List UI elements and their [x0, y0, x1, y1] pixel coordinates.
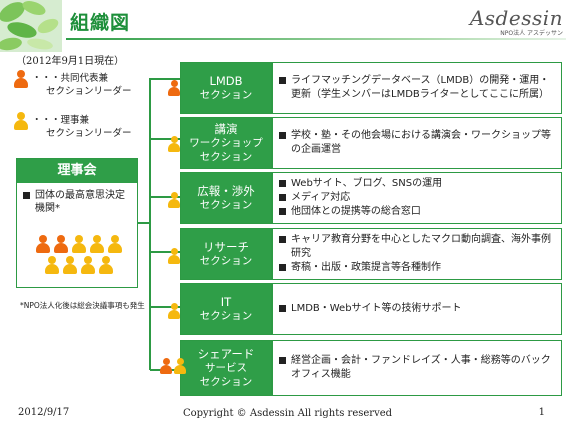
branch-line: [150, 78, 180, 80]
board-members: [33, 235, 125, 277]
branch-line: [150, 251, 180, 253]
legend-orange: ・・・共同代表兼 セクションリーダー: [14, 70, 132, 98]
footer-copyright: Copyright © Asdessin All rights reserved: [182, 408, 393, 419]
section-it-desc: LMDB・Webサイト等の技術サポート: [272, 283, 562, 335]
branch-line: [150, 306, 180, 308]
section-leaders: [168, 303, 180, 319]
section-name: シェアード: [197, 347, 255, 361]
page-title: 組織図: [70, 12, 131, 34]
section-name: リサーチ: [203, 240, 249, 254]
orange-person-icon: [14, 70, 28, 88]
section-bullet: 寄稿・出版・政策提言等各種制作: [291, 262, 441, 273]
legend-yellow: ・・・理事兼 セクションリーダー: [14, 112, 132, 140]
section-name-2: セクション: [199, 255, 253, 267]
board-desc: 団体の最高意思決定機関*: [35, 190, 125, 214]
section-lmdb-desc: ライフマッチングデータベース（LMDB）の開発・運用・更新（学生メンバーはLMD…: [272, 62, 562, 114]
section-name-3: セクション: [199, 376, 253, 388]
page-number: 1: [538, 407, 545, 418]
board-title: 理事会: [17, 159, 137, 183]
section-bullet: 他団体との提携等の総合窓口: [291, 206, 421, 217]
tree-trunk: [149, 78, 151, 370]
section-name-2: セクション: [199, 89, 253, 101]
section-name-2: セクション: [199, 199, 253, 211]
section-shared-services: シェアード サービス セクション: [180, 340, 272, 396]
section-name: LMDB: [209, 74, 243, 88]
section-leaders: [168, 136, 180, 152]
section-leaders: [168, 80, 180, 96]
section-pr: 広報・渉外 セクション: [180, 172, 272, 224]
section-bullet: 学校・塾・その他会場における講演会・ワークショップ等の企画運営: [291, 130, 551, 155]
section-leaders: [168, 192, 180, 208]
legend-orange-label: ・・・共同代表兼: [32, 73, 109, 84]
section-bullet: ライフマッチングデータベース（LMDB）の開発・運用・更新（学生メンバーはLMD…: [291, 75, 550, 100]
section-name-2: セクション: [199, 310, 253, 322]
yellow-person-icon: [14, 112, 28, 130]
branch-line: [150, 196, 180, 198]
section-name-3: セクション: [199, 151, 253, 163]
section-lecture: 講演 ワークショップ セクション: [180, 117, 272, 169]
board-box: 理事会 団体の最高意思決定機関*: [16, 158, 138, 288]
section-bullet: キャリア教育分野を中心としたマクロ動向調査、海外事例研究: [291, 234, 551, 259]
section-bullet: メディア対応: [291, 192, 351, 203]
section-name-2: サービス: [205, 362, 247, 374]
section-bullet: Webサイト、ブログ、SNSの運用: [291, 178, 443, 189]
section-research: リサーチ セクション: [180, 228, 272, 280]
section-it: IT セクション: [180, 283, 272, 335]
legend-orange-label-2: セクションリーダー: [46, 86, 132, 97]
logo: Asdessin NPO法人 アスデッサン: [453, 6, 563, 37]
section-research-desc: キャリア教育分野を中心としたマクロ動向調査、海外事例研究 寄稿・出版・政策提言等…: [272, 228, 562, 280]
branch-line: [150, 138, 180, 140]
logo-text: Asdessin: [469, 6, 563, 30]
footer-date: 2012/9/17: [18, 407, 70, 418]
section-bullet: LMDB・Webサイト等の技術サポート: [291, 303, 462, 314]
section-name: 講演: [214, 122, 238, 136]
legend-yellow-label: ・・・理事兼: [32, 115, 90, 126]
section-name: 広報・渉外: [197, 184, 255, 198]
section-bullet: 経営企画・会計・ファンドレイズ・人事・総務等のバックオフィス機能: [291, 355, 551, 380]
section-pr-desc: Webサイト、ブログ、SNSの運用 メディア対応 他団体との提携等の総合窓口: [272, 172, 562, 224]
logo-subtitle: NPO法人 アスデッサン: [500, 30, 563, 37]
as-of-date: （2012年9月1日現在）: [16, 56, 125, 67]
section-lecture-desc: 学校・塾・その他会場における講演会・ワークショップ等の企画運営: [272, 117, 562, 169]
section-leaders: [160, 358, 186, 374]
section-leaders: [168, 248, 180, 264]
title-rule: [66, 38, 566, 40]
section-lmdb: LMDB セクション: [180, 62, 272, 114]
section-name: IT: [220, 295, 232, 309]
tree-connector: [138, 222, 150, 224]
section-shared-services-desc: 経営企画・会計・ファンドレイズ・人事・総務等のバックオフィス機能: [272, 340, 562, 396]
npo-note: *NPO法人化後は総会決議事項も発生: [20, 301, 145, 310]
section-name-2: ワークショップ: [189, 137, 263, 149]
legend-yellow-label-2: セクションリーダー: [46, 128, 132, 139]
leaf-decoration: [0, 0, 62, 52]
